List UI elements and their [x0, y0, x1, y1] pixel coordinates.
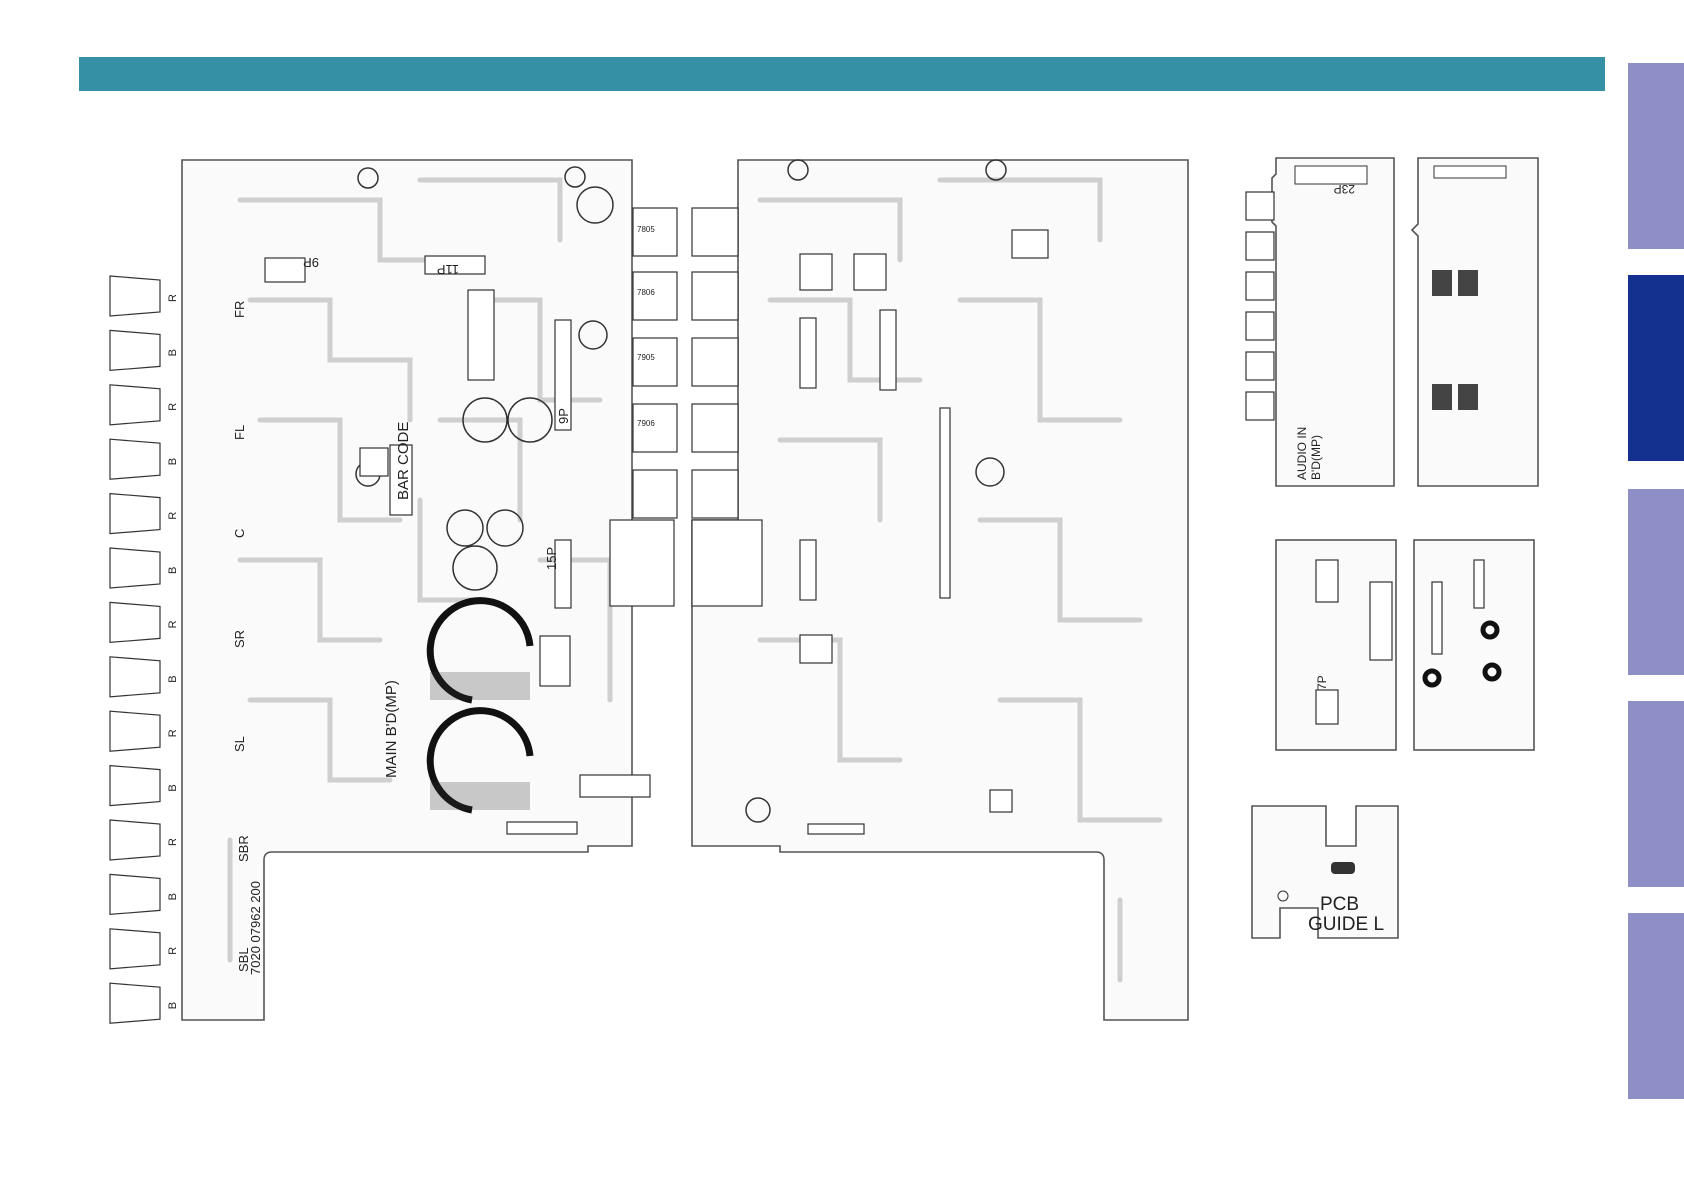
- bar-code-label: BAR CODE: [395, 422, 412, 500]
- audio-board-subtitle: B'D(MP): [1309, 435, 1323, 480]
- jack-color-label: B: [167, 893, 179, 900]
- jack-color-label: R: [167, 729, 179, 737]
- small-boards: 7P: [1276, 540, 1534, 750]
- jack-color-label: R: [167, 947, 179, 955]
- channel-label: SBR: [236, 835, 251, 862]
- channel-label: FL: [232, 425, 247, 440]
- channel-label: C: [232, 529, 247, 538]
- pcb-guide-board: PCB GUIDE L: [1252, 806, 1398, 938]
- connector-9p-b-label: 9P: [556, 408, 571, 424]
- rca-jack-shape: [110, 276, 160, 316]
- rca-jack-shape: [110, 983, 160, 1023]
- main-board-name-label: MAIN B'D(MP): [383, 680, 400, 778]
- rca-jack-shape: [110, 602, 160, 642]
- rca-jack-shape: [110, 929, 160, 969]
- rca-jack-shape: [110, 820, 160, 860]
- rca-jack-shape: [110, 657, 160, 697]
- guide-line-2: GUIDE L: [1308, 914, 1384, 935]
- connector-15p-label: 15P: [544, 547, 559, 570]
- connector-9p-label: 9P: [303, 255, 319, 270]
- main-board-right: [692, 160, 1188, 1020]
- rca-jack-shape: [110, 548, 160, 588]
- jack-color-label: B: [167, 675, 179, 682]
- jack-color-label: R: [167, 512, 179, 520]
- audio-board-title: AUDIO IN: [1295, 427, 1309, 480]
- audio-in-board: 23P AUDIO IN B'D(MP): [1246, 158, 1538, 486]
- channel-label: SL: [232, 736, 247, 752]
- rca-jack-shape: [110, 439, 160, 479]
- jack-color-label: B: [167, 1002, 179, 1009]
- rca-jack-shape: [110, 874, 160, 914]
- channel-label: FR: [232, 301, 247, 318]
- jack-color-label: R: [167, 838, 179, 846]
- jack-color-label: B: [167, 349, 179, 356]
- guide-line-1: PCB: [1320, 894, 1359, 915]
- regulator-label: 7806: [637, 288, 655, 297]
- main-board-left: R B R B R B R B R B R B R B: [110, 160, 677, 1023]
- rca-jack-shape: [110, 385, 160, 425]
- jack-color-label: B: [167, 458, 179, 465]
- jack-color-label: R: [167, 294, 179, 302]
- jack-color-label: B: [167, 567, 179, 574]
- rca-jack-shape: [110, 494, 160, 534]
- channel-label: SBL: [236, 947, 251, 972]
- regulator-label: 7805: [637, 225, 655, 234]
- jack-color-label: R: [167, 403, 179, 411]
- jack-color-label: B: [167, 784, 179, 791]
- rca-jack-shape: [110, 330, 160, 370]
- rca-jack-column: R B R B R B R B R B R B R B: [110, 276, 179, 1023]
- regulator-label: 7906: [637, 419, 655, 428]
- connector-11p-label: 11P: [437, 262, 459, 277]
- regulator-label: 7905: [637, 353, 655, 362]
- channel-label: SR: [232, 630, 247, 648]
- connector-23p-label: 23P: [1334, 182, 1355, 196]
- rca-jack-shape: [110, 711, 160, 751]
- connector-7p-label: 7P: [1315, 675, 1329, 690]
- jack-color-label: R: [167, 620, 179, 628]
- rca-jack-shape: [110, 766, 160, 806]
